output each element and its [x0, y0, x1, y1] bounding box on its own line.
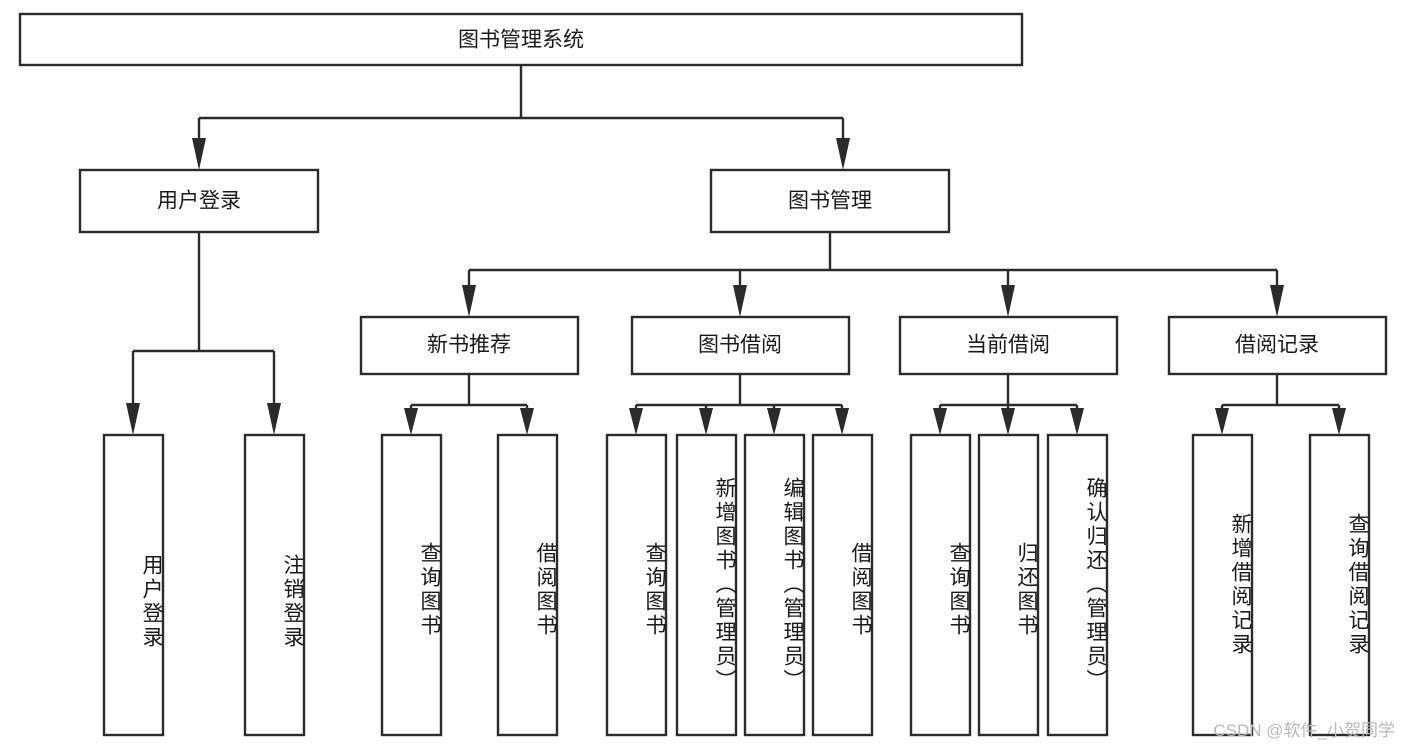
leaf-box-query-book-recommend[interactable]	[380, 433, 443, 737]
connector-recommend-to-leaves	[404, 374, 534, 435]
node-borrow-record[interactable]	[1167, 315, 1388, 376]
connector-current-to-leaves	[933, 374, 1084, 435]
watermark-text: CSDN @软件_小贺同学	[1213, 721, 1395, 740]
connector-userlogin-to-leaves	[126, 232, 281, 435]
connector-bookmgmt-to-level3	[462, 232, 1284, 317]
connector-record-to-leaves	[1215, 374, 1346, 435]
leaf-box-borrow-book[interactable]	[811, 433, 874, 737]
node-book-management-label: 图书管理	[788, 190, 872, 213]
leaf-box-add-book-admin[interactable]	[675, 433, 738, 737]
node-new-book-recommend[interactable]	[359, 315, 580, 376]
leaf-box-borrow-book-recommend[interactable]	[496, 433, 559, 737]
leaf-box-query-book-borrow[interactable]	[605, 433, 668, 737]
leaf-box-query-borrow-record[interactable]	[1308, 433, 1371, 737]
node-current-borrow-label: 当前借阅	[966, 334, 1050, 357]
node-root-label: 图书管理系统	[458, 29, 584, 52]
leaf-box-edit-book-admin[interactable]	[743, 433, 806, 737]
node-user-login[interactable]	[78, 168, 320, 234]
leaf-box-logout[interactable]	[243, 433, 306, 737]
node-borrow-record-label: 借阅记录	[1235, 334, 1319, 357]
leaf-box-confirm-return-admin[interactable]	[1046, 433, 1109, 737]
leaf-box-return-book[interactable]	[977, 433, 1040, 737]
node-book-borrow-label: 图书借阅	[698, 334, 782, 357]
node-book-management[interactable]	[709, 168, 951, 234]
node-current-borrow[interactable]	[898, 315, 1119, 376]
leaf-box-user-login[interactable]	[102, 433, 165, 737]
leaf-box-query-book-current[interactable]	[909, 433, 972, 737]
connector-borrow-to-leaves	[629, 374, 849, 435]
node-book-borrow[interactable]	[630, 315, 851, 376]
node-user-login-label: 用户登录	[157, 190, 241, 213]
connector-root-to-level2	[192, 65, 850, 170]
node-new-book-recommend-label: 新书推荐	[427, 334, 511, 357]
node-root-book-management-system[interactable]	[18, 12, 1024, 67]
leaf-box-add-borrow-record[interactable]	[1191, 433, 1254, 737]
